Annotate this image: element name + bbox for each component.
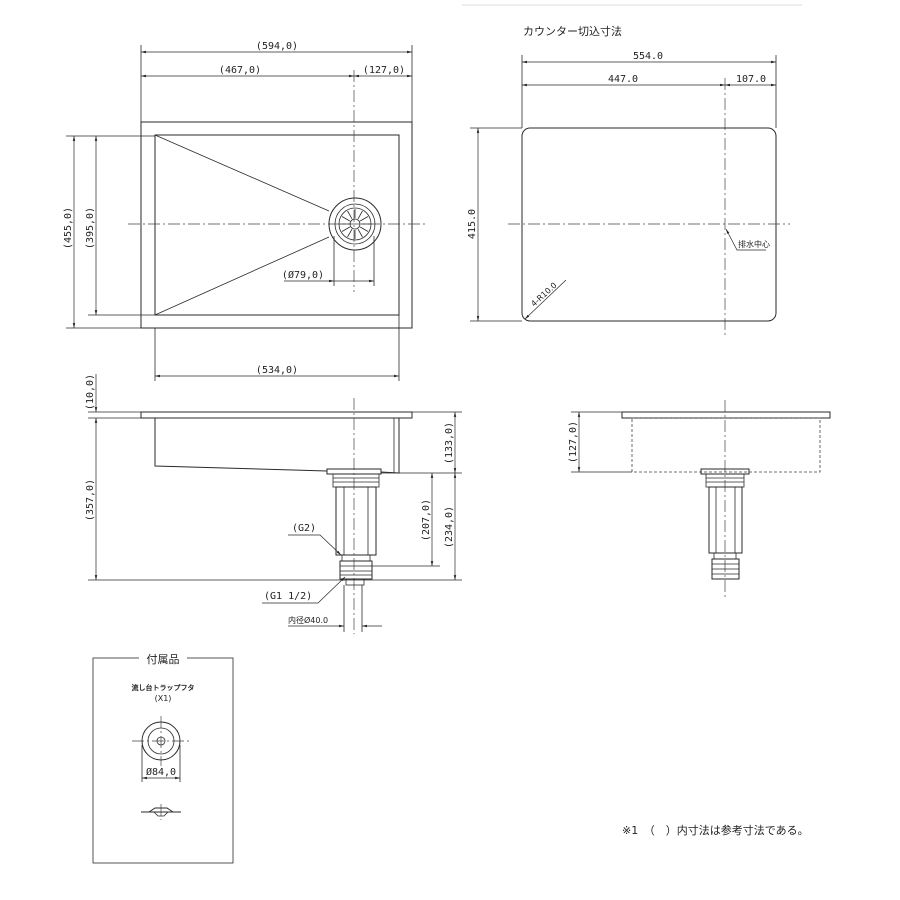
dim-overall-depth: (455,0) xyxy=(63,207,74,249)
dim-cutout-width: 554.0 xyxy=(633,51,663,62)
cutout-title: カウンター切込寸法 xyxy=(523,24,622,38)
dim-rim: (10,0) xyxy=(85,374,96,410)
sink-basin-hidden xyxy=(631,417,821,473)
dim-basin-depth: (133,0) xyxy=(444,422,455,464)
corner-radius-label: 4-R10.0 xyxy=(529,281,558,309)
accessory-box: 付属品 流し台トラップフタ (X1) Ø84,0 xyxy=(92,651,234,864)
dim-inner-depth: (395,0) xyxy=(85,207,96,249)
side-view: (10,0) (133,0) (234,0) (207, xyxy=(85,374,462,634)
accessory-item: 流し台トラップフタ xyxy=(132,683,195,692)
accessory-title: 付属品 xyxy=(147,653,180,666)
sink-basin-side xyxy=(154,418,400,474)
dim-total-height: (357,0) xyxy=(85,479,96,521)
dim-cutout-left: 447.0 xyxy=(608,74,638,85)
sink-rim-front xyxy=(621,411,831,419)
dim-trap-length: (207,0) xyxy=(421,499,432,541)
dim-cover-diameter: Ø84,0 xyxy=(146,766,176,778)
front-view: (127,0) xyxy=(568,400,831,600)
drain-icon xyxy=(328,197,382,251)
dim-width-left: (467,0) xyxy=(219,65,261,76)
dim-trap-total: (234,0) xyxy=(444,506,455,548)
accessory-qty: (X1) xyxy=(155,694,172,703)
sink-inner-bowl xyxy=(154,134,400,316)
top-view: (594,0) (467,0) (127,0) xyxy=(63,41,425,381)
drain-trap-front xyxy=(700,468,750,580)
dim-front-basin-depth: (127,0) xyxy=(568,421,579,463)
drain-trap-side xyxy=(326,468,382,586)
sink-outer-rim xyxy=(140,121,413,329)
cutout-outline xyxy=(521,127,777,322)
dim-inner-width: (534,0) xyxy=(256,365,298,376)
dim-cutout-depth: 415.0 xyxy=(467,209,478,239)
dim-cutout-right: 107.0 xyxy=(736,74,766,85)
trap-cover-icon xyxy=(132,716,190,766)
dim-width-right: (127,0) xyxy=(363,65,405,76)
dim-drain-diameter: (Ø79,0) xyxy=(282,269,324,281)
trap-cover-side-icon xyxy=(141,804,181,820)
reference-note: ※1 （ ）内寸法は参考寸法である。 xyxy=(622,823,809,837)
sink-rim-side xyxy=(140,411,413,419)
cutout-view: カウンター切込寸法 554.0 447.0 107.0 415.0 排水中心 4… xyxy=(462,4,802,338)
thread-g2-label: (G2) xyxy=(292,523,316,534)
thread-g1-label: (G1 1/2) xyxy=(264,591,312,602)
drain-center-label: 排水中心 xyxy=(738,239,770,249)
dim-overall-width: (594,0) xyxy=(256,41,298,52)
dim-inner-diameter: 内径Ø40.0 xyxy=(288,615,328,625)
